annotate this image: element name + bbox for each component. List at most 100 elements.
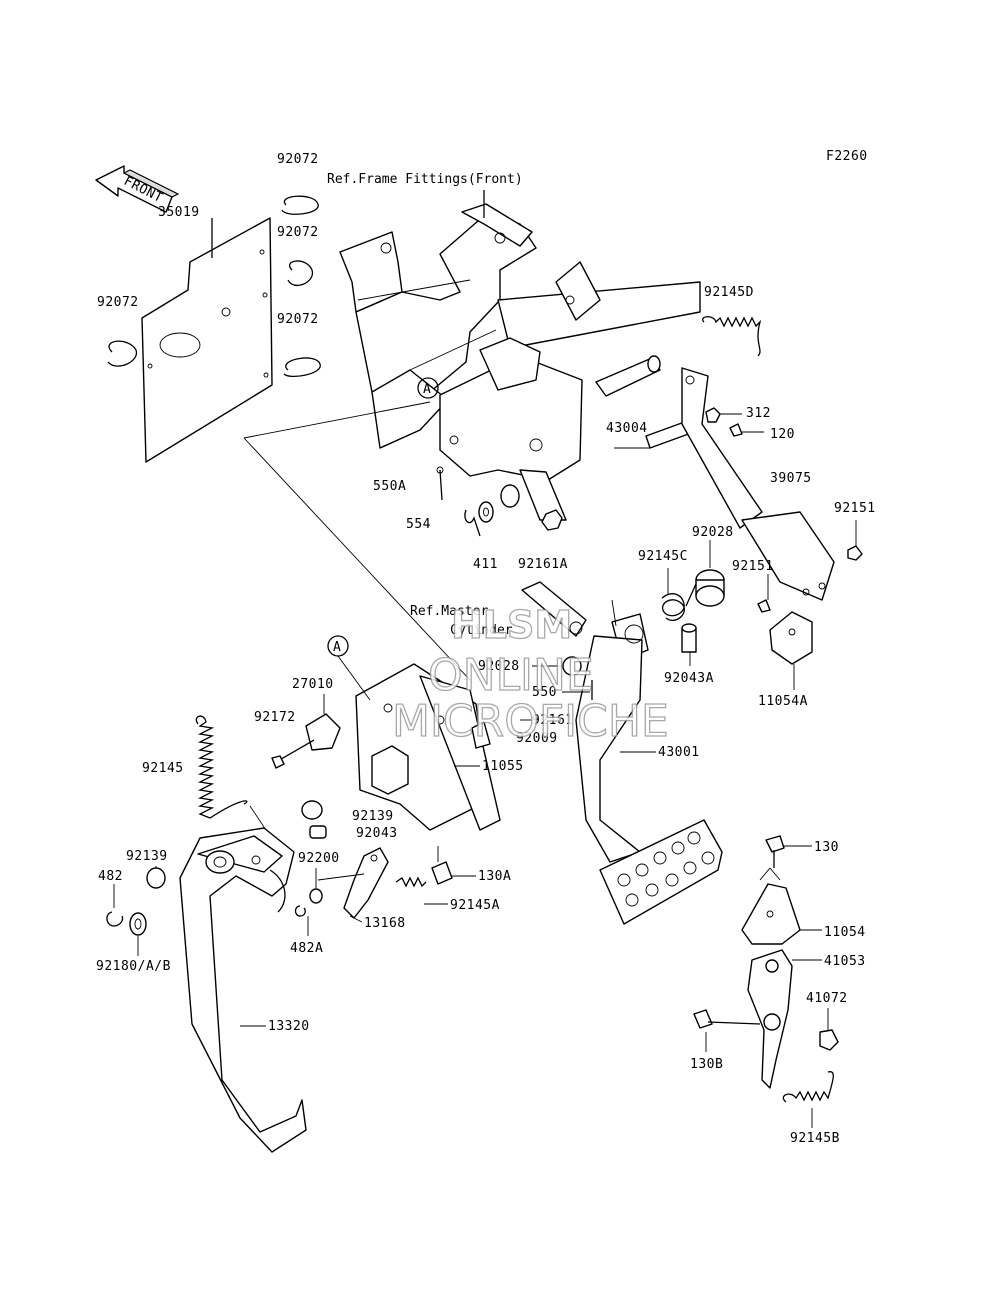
bolt-130 [765,835,785,868]
label-92145c: 92145C [638,549,688,564]
label-92072-mid: 92072 [277,225,319,240]
washer-411 [478,501,494,523]
pedal-frame-bracket [339,203,701,521]
svg-text:A: A [423,382,431,397]
nut-41072 [819,1029,839,1051]
switch-27010 [305,713,341,751]
clip-92072-low [283,357,321,378]
label-312: 312 [746,406,771,421]
label-92200: 92200 [298,851,340,866]
label-92043a: 92043A [664,671,714,686]
label-92161: 92161 [532,713,574,728]
master-cylinder-ref [521,581,587,637]
brake-pedal-43001 [575,599,723,925]
label-92145a: 92145A [450,898,500,913]
washer-92200 [309,888,323,904]
label-130a: 130A [478,869,511,884]
bushing [500,484,520,508]
spring-92145b [782,1071,834,1103]
bracket-11054 [741,867,801,945]
clip-92072-left [107,340,137,367]
bolt-92172 [271,739,315,769]
bushing-92139-b [146,867,166,889]
label-41053: 41053 [824,954,866,969]
pin-92043a [681,623,697,653]
clutch-pedal-39075 [681,367,835,601]
bracket-11055 [355,663,501,831]
clip-482 [106,911,124,927]
cotter-pin-554 [464,509,481,537]
label-550a: 550A [373,479,406,494]
pin-550a [436,466,444,501]
clip-92072-top [281,195,319,215]
bolt-130a [431,861,453,885]
label-39075: 39075 [770,471,812,486]
spring-92145a [395,876,427,888]
washer-92180 [129,912,147,936]
label-130: 130 [814,840,839,855]
bracket-11054a [769,611,813,665]
label-92151-a: 92151 [834,501,876,516]
bolt-92009 [471,721,491,749]
pin-92043 [309,825,327,839]
label-130b: 130B [690,1057,723,1072]
label-11055: 11055 [482,759,524,774]
label-550: 550 [532,685,557,700]
bushing-92028-a [695,569,725,607]
label-92009: 92009 [516,731,558,746]
nut-312 [705,407,721,423]
view-marker-a-lower: A [327,635,349,657]
ref-master-cylinder-label-2: Cylinder [450,623,513,638]
label-43004: 43004 [606,421,648,436]
view-marker-a-top: A [417,377,439,399]
label-43001: 43001 [658,745,700,760]
ref-frame-fittings-label: Ref.Frame Fittings(Front) [327,172,523,187]
brake-pedal-13320 [179,827,307,1153]
clip-92072-mid [287,260,314,286]
label-92043: 92043 [356,826,398,841]
watermark-line-3: MICROFICHE [392,696,669,747]
label-92145b: 92145B [790,1131,840,1146]
label-92151-b: 92151 [732,559,774,574]
label-92028-b: 92028 [478,659,520,674]
spring-92145 [195,715,248,819]
lever-13168 [343,847,389,919]
label-482a: 482A [290,941,323,956]
bolt-130b [693,1009,761,1029]
clip-482a [294,905,306,917]
watermark: HLSM ONLINE MICROFICHE [391,602,669,747]
label-120: 120 [770,427,795,442]
panel-35019 [141,217,273,463]
label-41072: 41072 [806,991,848,1006]
label-411: 411 [473,557,498,572]
label-92139-a: 92139 [352,809,394,824]
ref-master-cylinder-label-1: Ref.Master [410,604,488,619]
figure-code: F2260 [826,149,868,164]
label-92072-low: 92072 [277,312,319,327]
label-92072-top: 92072 [277,152,319,167]
bolt-120 [729,423,743,437]
bolt-92151-b [757,599,771,613]
label-92180: 92180/A/B [96,959,171,974]
label-92072-left: 92072 [97,295,139,310]
lever-41053 [747,949,793,1089]
label-11054: 11054 [824,925,866,940]
label-92161a: 92161A [518,557,568,572]
label-35019: 35019 [158,205,200,220]
watermark-line-2: ONLINE [428,650,594,701]
spring-92145d [702,316,762,357]
label-92172: 92172 [254,710,296,725]
bolt-92151-a [847,545,863,561]
label-27010: 27010 [292,677,334,692]
label-554: 554 [406,517,431,532]
label-92139-b: 92139 [126,849,168,864]
label-11054a: 11054A [758,694,808,709]
label-482: 482 [98,869,123,884]
label-92145: 92145 [142,761,184,776]
bushing-92139-a [301,800,323,820]
bushing-92028-b [562,656,582,676]
label-13320: 13320 [268,1019,310,1034]
nut-92161a [541,509,563,531]
